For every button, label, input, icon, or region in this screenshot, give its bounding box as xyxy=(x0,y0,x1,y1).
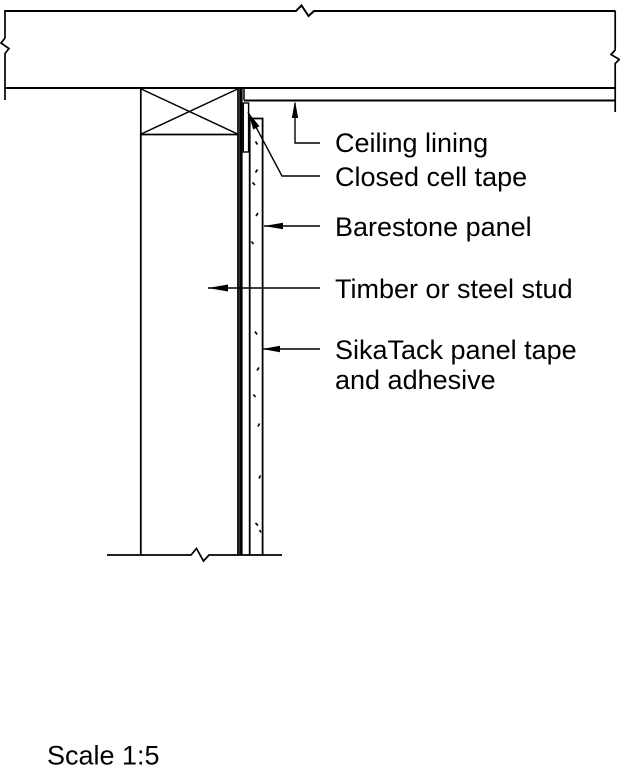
label-closed-cell-tape: Closed cell tape xyxy=(335,162,528,192)
label-ceiling-lining: Ceiling lining xyxy=(335,128,489,158)
leader-closed-cell-tape-line xyxy=(247,111,320,177)
leader-barestone-panel-arrowhead xyxy=(264,222,283,230)
scale-note: Scale 1:5 xyxy=(47,740,160,768)
label-sikatack-panel-tape-line2: and adhesive xyxy=(335,365,496,395)
leader-ceiling-lining-line xyxy=(294,103,320,144)
leader-timber-stud-arrowhead xyxy=(208,284,228,292)
sikatack-tape-bar xyxy=(239,88,243,555)
slab-top-line xyxy=(4,3,616,18)
left-break-line xyxy=(0,10,11,100)
label-sikatack-panel-tape: SikaTack panel tape xyxy=(335,335,577,365)
right-break-line xyxy=(609,11,620,112)
panel-speckles xyxy=(250,123,262,533)
label-barestone-panel: Barestone panel xyxy=(335,212,532,242)
leader-closed-cell-tape-arrowhead xyxy=(248,112,260,130)
wall-bottom-break-line xyxy=(107,547,282,563)
closed-cell-tape-rect xyxy=(242,102,250,153)
leader-ceiling-lining-arrowhead xyxy=(291,101,299,118)
top-plate-cross xyxy=(140,88,238,135)
leader-sikatack-arrowhead xyxy=(262,345,280,353)
barestone-panel-outline xyxy=(248,117,264,555)
top-plate-box xyxy=(139,88,239,136)
label-timber-or-steel-stud: Timber or steel stud xyxy=(335,274,573,304)
